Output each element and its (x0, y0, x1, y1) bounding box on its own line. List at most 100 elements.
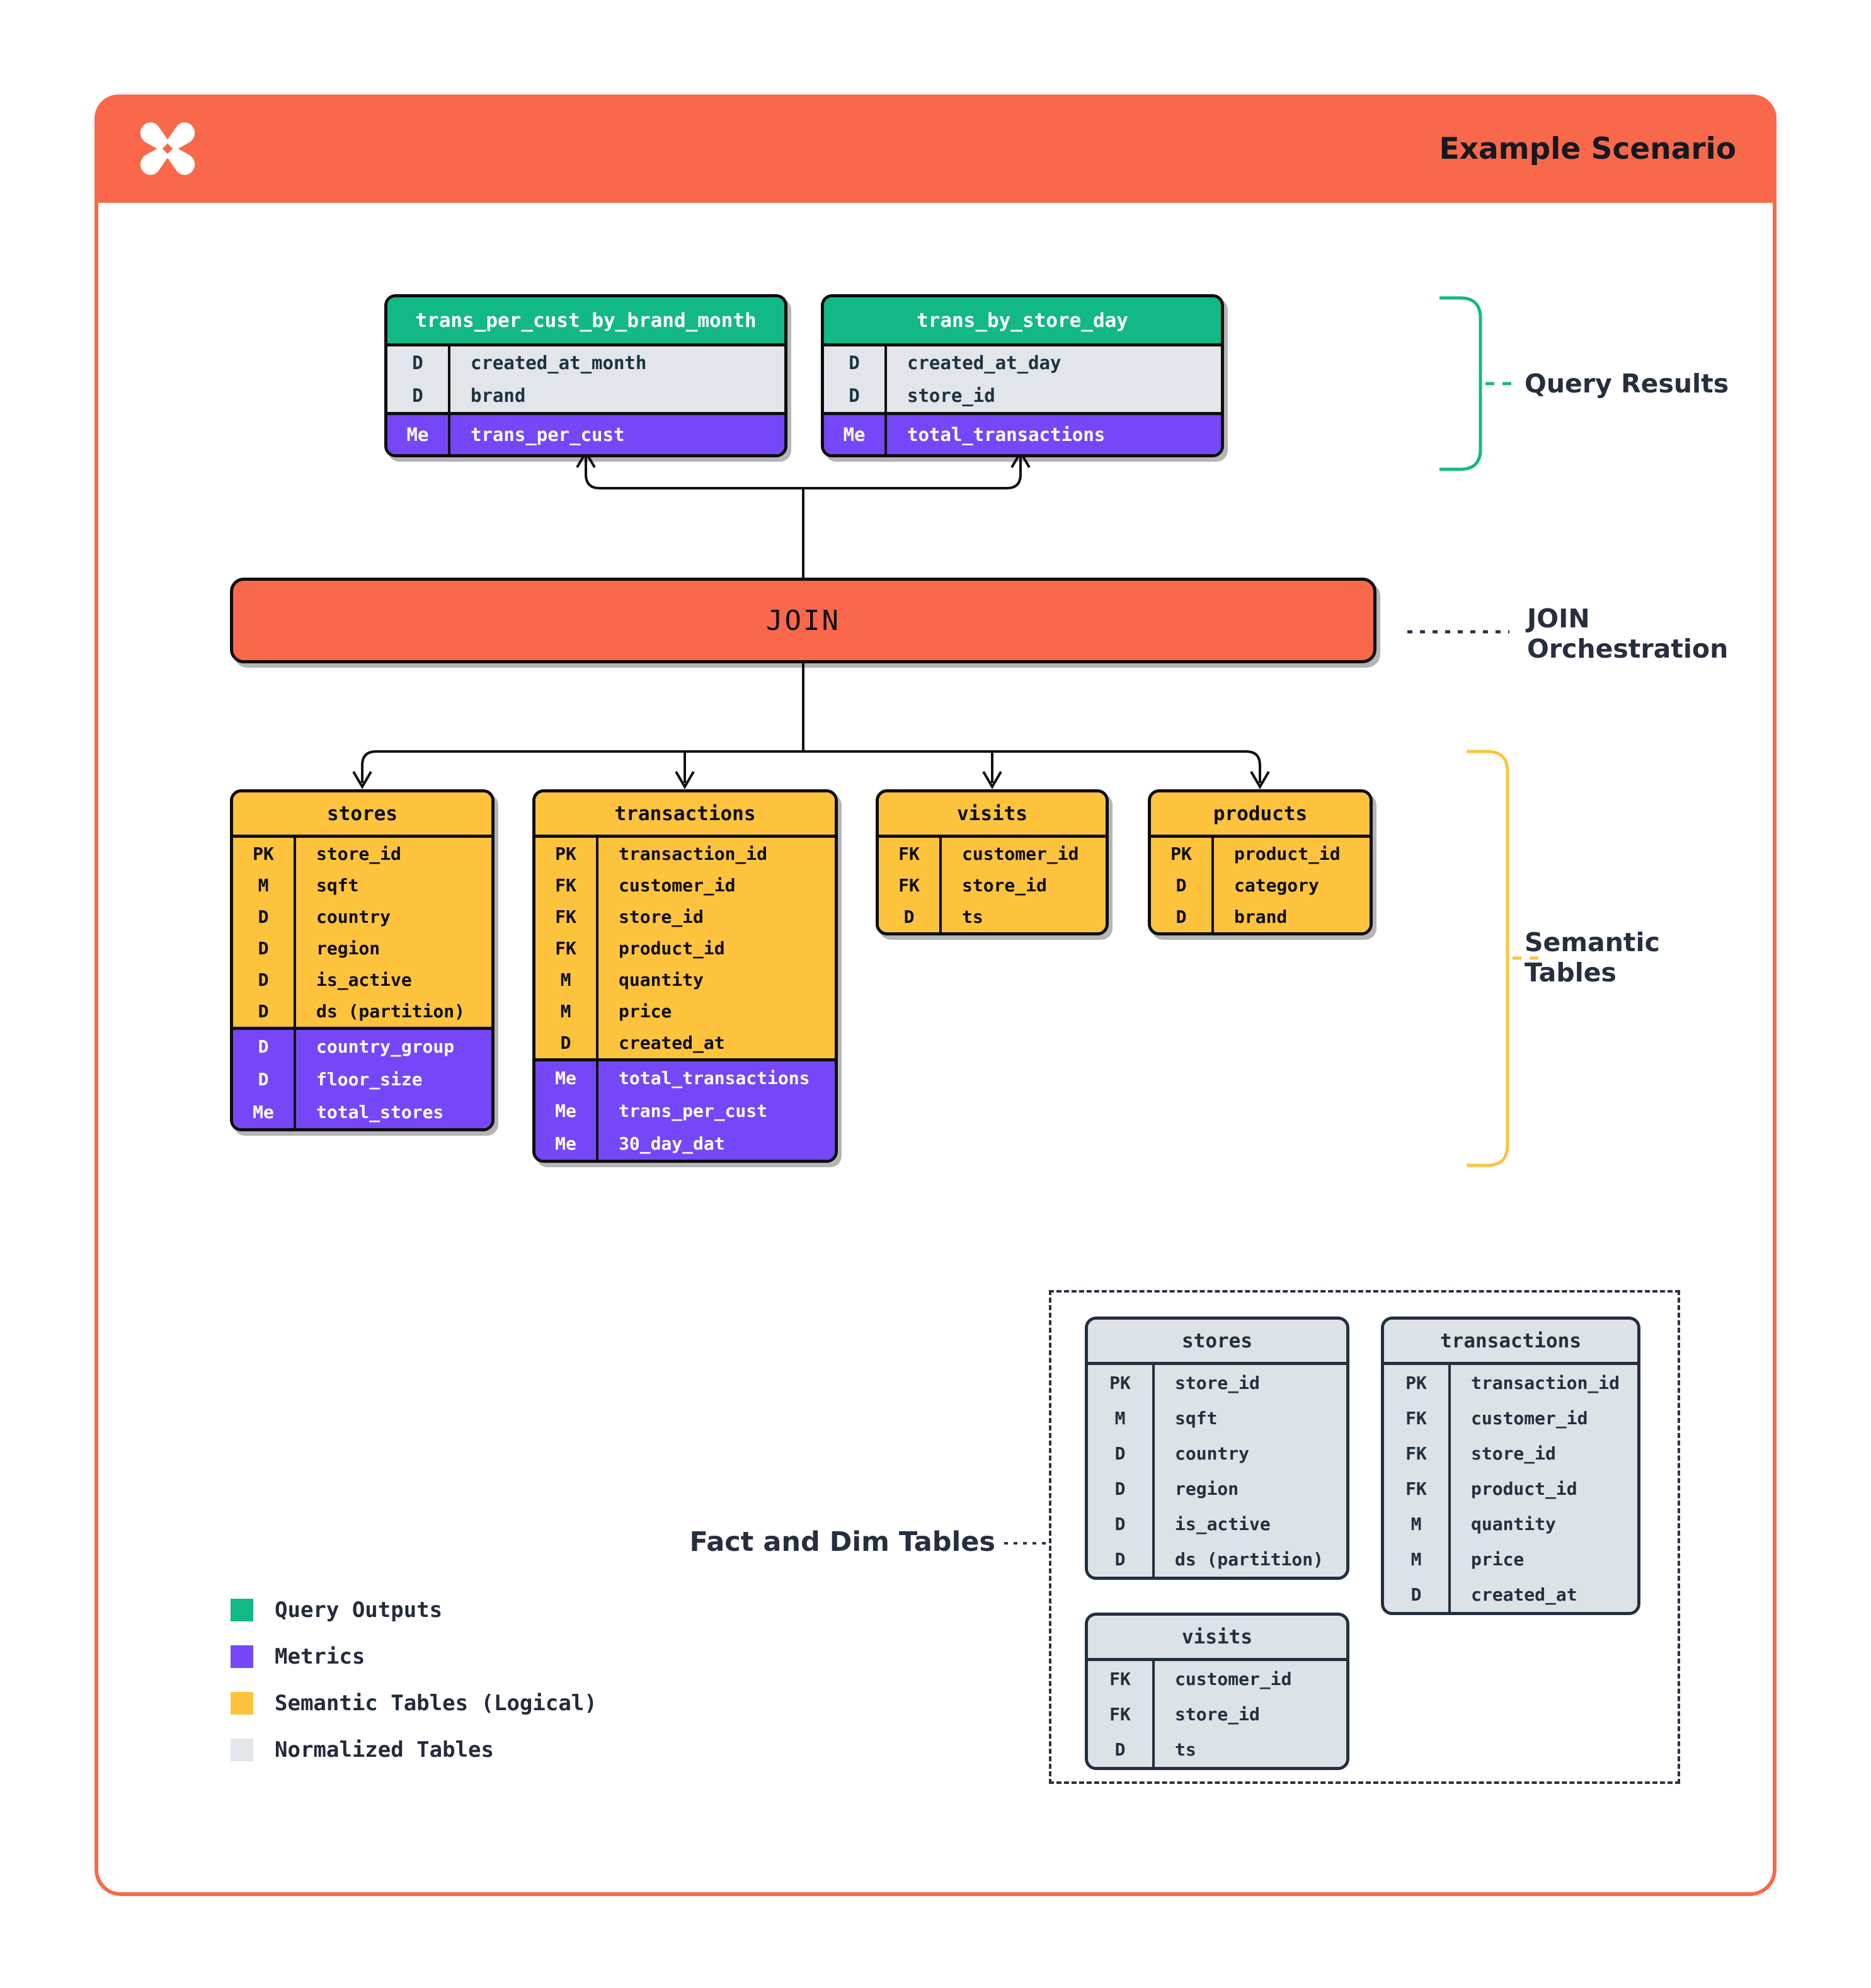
field-tag: PK (1384, 1365, 1451, 1400)
legend-label: Semantic Tables (Logical) (275, 1691, 597, 1716)
field-name: sqft (1175, 1407, 1218, 1429)
field-tag: FK (535, 901, 598, 932)
field-tag: FK (879, 869, 942, 901)
field-name: 30_day_dat (619, 1133, 725, 1154)
field-tag: D (233, 1063, 296, 1095)
field-name: region (1175, 1478, 1239, 1499)
field-name: created_at_day (907, 352, 1061, 374)
field-name: ds (partition) (1175, 1548, 1324, 1570)
legend-swatch-purple (231, 1645, 253, 1668)
field-tag: D (233, 995, 296, 1027)
field-name: product_id (1234, 843, 1341, 864)
field-tag: D (824, 379, 887, 412)
field-name: created_at_month (471, 352, 647, 374)
field-tag: Me (824, 415, 887, 454)
field-name: trans_per_cust (619, 1100, 768, 1121)
legend-item-query-outputs: Query Outputs (231, 1597, 442, 1623)
field-name: trans_per_cust (471, 424, 625, 445)
field-name: customer_id (1175, 1668, 1292, 1689)
field-name: ds (partition) (316, 1000, 466, 1022)
field-tag: D (1088, 1506, 1155, 1541)
field-name: floor_size (316, 1068, 423, 1090)
table-title: visits (879, 792, 1106, 838)
field-name: is_active (316, 969, 412, 990)
join-orchestration-label: JOIN Orchestration (1527, 603, 1728, 664)
field-name: category (1234, 874, 1319, 896)
legend-swatch-green (231, 1599, 253, 1621)
field-name: created_at (1471, 1584, 1577, 1605)
legend-swatch-gray (231, 1739, 253, 1761)
field-name: sqft (316, 874, 359, 896)
field-name: store_id (619, 906, 704, 927)
field-tag: D (1088, 1732, 1155, 1767)
field-name: transaction_id (1471, 1372, 1620, 1393)
field-tag: Me (233, 1095, 296, 1128)
field-tag: D (387, 346, 450, 379)
fact-dim-label: Fact and Dim Tables (689, 1526, 995, 1558)
table-title: visits (1088, 1616, 1346, 1661)
field-tag: M (1384, 1541, 1451, 1577)
field-tag: PK (1151, 838, 1214, 869)
field-name: created_at (619, 1032, 725, 1053)
field-tag: D (1151, 901, 1214, 932)
field-tag: FK (1384, 1436, 1451, 1471)
query-results-label: Query Results (1525, 368, 1729, 399)
field-tag: D (1151, 869, 1214, 901)
field-name: region (316, 937, 380, 959)
field-tag: D (1088, 1541, 1155, 1577)
legend-label: Query Outputs (275, 1597, 443, 1623)
table-title: trans_per_cust_by_brand_month (387, 297, 784, 346)
field-tag: D (233, 964, 296, 995)
field-name: is_active (1175, 1513, 1271, 1534)
field-name: quantity (1471, 1513, 1556, 1534)
field-name: transaction_id (619, 843, 768, 864)
field-name: product_id (1471, 1478, 1577, 1499)
card-header: Example Scenario (94, 94, 1777, 203)
field-tag: Me (535, 1094, 598, 1127)
table-title: products (1151, 792, 1370, 838)
field-tag: FK (879, 838, 942, 869)
join-orchestration-label-line2: Orchestration (1527, 634, 1729, 664)
field-tag: FK (1088, 1696, 1155, 1732)
legend-item-semantic-tables: Semantic Tables (Logical) (231, 1691, 597, 1716)
table-row: PK transaction_id (1384, 1365, 1637, 1400)
field-name: price (619, 1000, 672, 1022)
semantic-tables-label-line1: Semantic (1525, 927, 1660, 957)
